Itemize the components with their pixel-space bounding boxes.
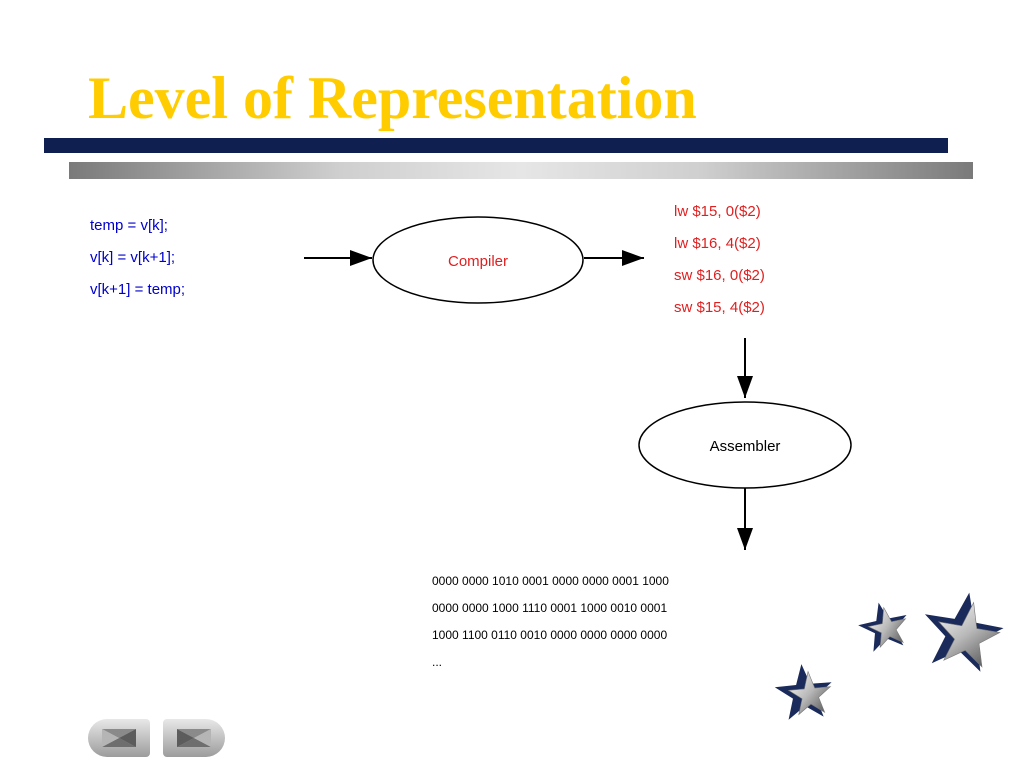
- next-slide-icon: [177, 729, 211, 747]
- arrowhead-compiler-to-assembly: [622, 250, 644, 266]
- source-line: temp = v[k];: [90, 217, 168, 234]
- arrowhead-assembler-to-machine: [737, 528, 753, 550]
- machine-code-line: 0000 0000 1000 1110 0001 1000 0010 0001: [432, 601, 668, 615]
- previous-slide-button[interactable]: [88, 719, 150, 757]
- compiler-ellipse: [372, 216, 584, 304]
- assembly-line: sw $15, 4($2): [674, 299, 765, 316]
- title-underline-bar: [44, 138, 948, 153]
- star-icon: [924, 592, 1004, 672]
- slide-title: Level of Representation: [88, 65, 697, 131]
- assembler-ellipse: [638, 401, 852, 489]
- assembly-line: sw $16, 0($2): [674, 267, 765, 284]
- title-shadow-bar: [69, 162, 973, 179]
- star-icon: [858, 602, 907, 652]
- arrowhead-source-to-compiler: [350, 250, 372, 266]
- machine-code-line: 0000 0000 1010 0001 0000 0000 0001 1000: [432, 574, 669, 588]
- source-line: v[k+1] = temp;: [90, 281, 186, 298]
- machine-code-line: 1000 1100 0110 0010 0000 0000 0000 0000: [432, 628, 668, 642]
- star-icon: [774, 664, 832, 720]
- arrowhead-assembly-to-assembler: [737, 376, 753, 398]
- source-line: v[k] = v[k+1];: [90, 249, 176, 266]
- compiler-label: Compiler: [448, 253, 508, 270]
- assembly-line: lw $16, 4($2): [674, 235, 761, 252]
- next-slide-button[interactable]: [163, 719, 225, 757]
- previous-slide-icon: [102, 729, 136, 747]
- assembly-line: lw $15, 0($2): [674, 203, 761, 220]
- assembler-label: Assembler: [710, 438, 781, 455]
- machine-code-line: ...: [432, 655, 443, 669]
